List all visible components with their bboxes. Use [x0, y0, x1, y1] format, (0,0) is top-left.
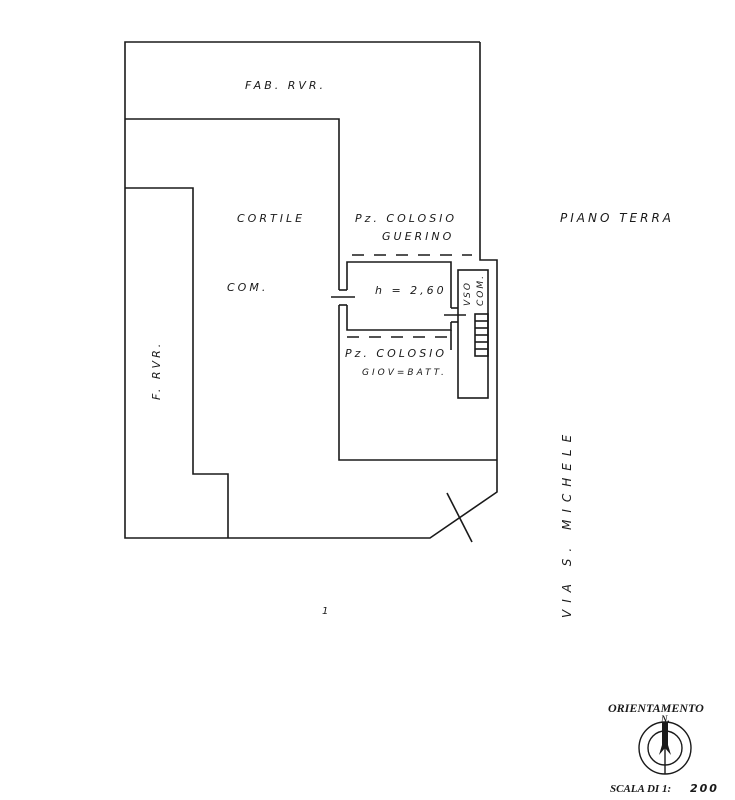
label-fab-rvr: FAB. RVR.	[245, 79, 326, 92]
gate-mark	[446, 492, 473, 543]
scale-value: 200	[690, 782, 719, 795]
label-height: h = 2,60	[375, 284, 447, 297]
label-com: COM.	[227, 281, 268, 294]
scale-label: SCALA DI 1:	[610, 783, 671, 795]
label-uso: VSO	[463, 281, 473, 306]
courtyard-edge	[338, 305, 497, 461]
label-f-rvr: F. RVR.	[150, 341, 163, 400]
label-owner-top-1: Pz. COLOSIO	[355, 212, 457, 225]
building-f-rvr-edge	[125, 187, 229, 538]
street-name: VIA S. MICHELE	[560, 428, 574, 618]
label-owner-bottom-2: GIOV=BATT.	[362, 368, 447, 378]
north-arrow-icon	[638, 721, 692, 775]
building-fab-rvr-edge	[125, 118, 340, 290]
room-wall-lower	[346, 305, 452, 331]
label-owner-top-2: GUERINO	[382, 230, 454, 243]
label-cortile: CORTILE	[237, 212, 305, 225]
outer-boundary	[124, 41, 498, 539]
north-label: N.	[660, 714, 670, 724]
floor-title: PIANO TERRA	[560, 211, 674, 225]
orientation-label: ORIENTAMENTO	[608, 701, 704, 715]
stairs-icon	[474, 313, 489, 357]
room-wall	[346, 261, 452, 308]
label-owner-bottom-1: Pz. COLOSIO	[345, 347, 447, 360]
mark: 1	[322, 606, 331, 617]
label-com-stair: COM.	[476, 274, 486, 306]
